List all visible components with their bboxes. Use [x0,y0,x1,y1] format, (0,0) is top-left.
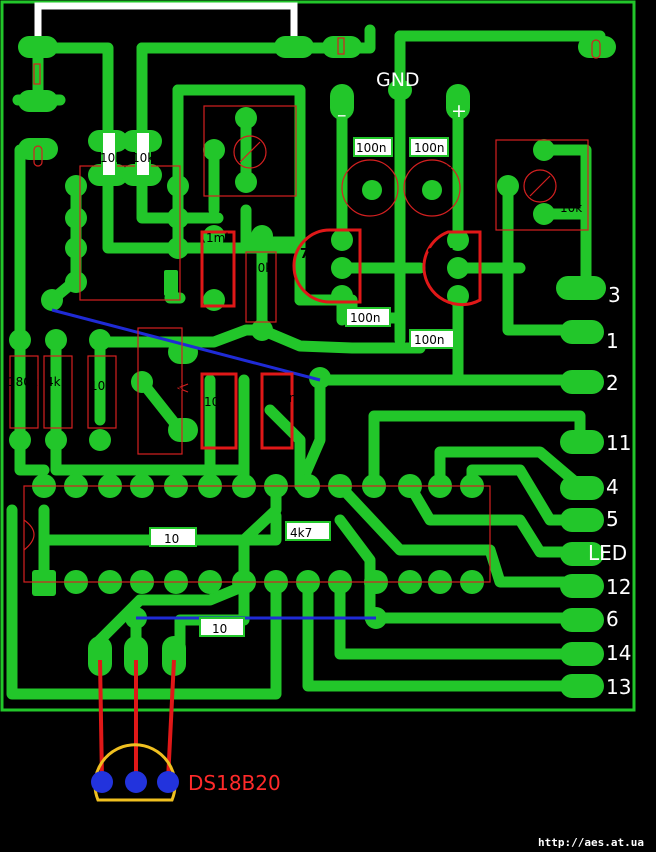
label-cap-1mk: 1mk [206,231,232,245]
label-r-10-a: 10 [164,532,179,546]
label-r-4k7-a: 4k7 [46,375,68,389]
sensor-leads [98,659,176,781]
label-c-10mk-b: 10mk [418,163,452,177]
label-c-100n-low-a: 100n [204,395,235,409]
plus-label: + [451,100,467,122]
silkscreen [9,37,601,583]
gnd-label: GND [376,69,420,91]
connector-pin-labels: 3 1 2 11 4 5 LED 12 6 14 13 [588,283,631,699]
pin-1: 1 [606,329,619,353]
pin-13: 13 [606,675,631,699]
label-r-10k-b: 10k [132,151,154,165]
sensor-label: DS18B20 [188,771,281,795]
component-labels: 10k 10k 10k 10k 100n 100n 10mk 10mk 7905… [8,141,582,636]
pin-14: 14 [606,641,631,665]
label-r-180k: 180k [8,375,38,389]
component-bodies [101,131,455,637]
pin-2: 2 [606,371,619,395]
pin-3: 3 [608,283,621,307]
label-c-100n-low-b: 100n [266,391,297,405]
label-pot-10k: 10k [160,379,182,393]
label-c-100n-mid-b: 100n [414,333,445,347]
label-r-10k-c: 10k [250,261,272,275]
label-c-100n-top-b: 100n [414,141,445,155]
label-c-100n-mid-a: 100n [350,311,381,325]
power-labels: GND + – [337,69,467,126]
sensor-body [91,743,179,802]
label-c-10mk-a: 10mk [354,167,388,181]
board-outline [0,0,636,712]
label-r-10-b: 10 [212,622,227,636]
pin-11: 11 [606,431,631,455]
source-url: http://aes.at.ua [538,836,644,849]
label-r-10k-d: 10k [90,379,112,393]
ic-bottom-row-pads [32,570,484,596]
white-jumper-wire [34,2,298,50]
copper-traces [6,24,606,700]
label-r-4k7-b: 4k7 [290,526,312,540]
pin-led: LED [588,541,627,565]
pin-12: 12 [606,575,631,599]
pin-6: 6 [606,607,619,631]
label-trim-left: 10k [268,169,290,183]
minus-label: – [337,104,347,126]
pin-4: 4 [606,475,619,499]
cap-outlines [200,228,482,450]
blue-jumpers [51,308,376,620]
pin-5: 5 [606,507,619,531]
label-vreg-a: 7905 [300,247,336,262]
label-c-100n-top-a: 100n [356,141,387,155]
label-r-10k-a: 10k [100,151,122,165]
label-vreg-b: 7805 [418,247,454,262]
label-trim-right: 10k [560,201,582,215]
